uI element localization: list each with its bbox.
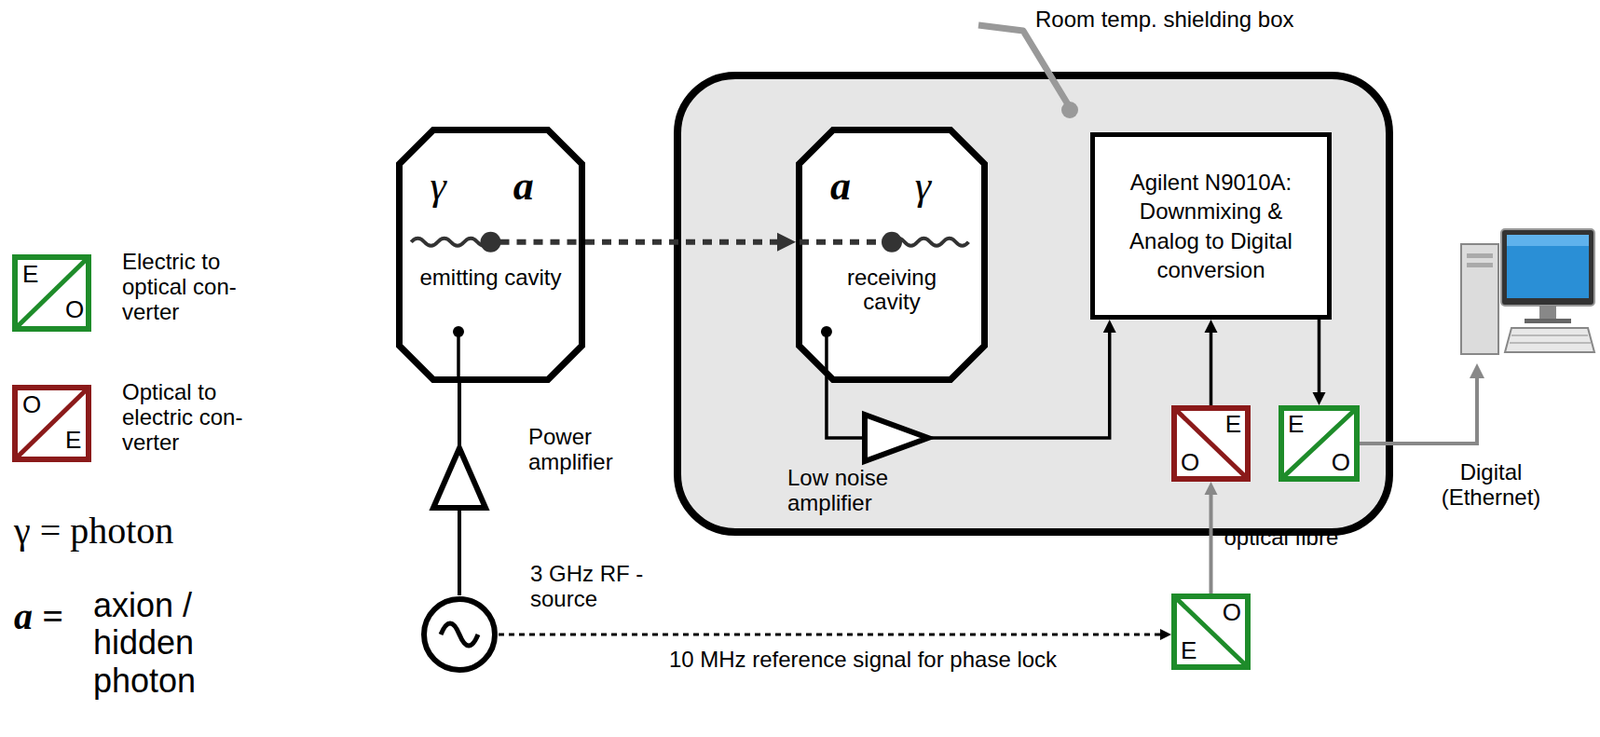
axion-path (799, 239, 881, 246)
power-amplifier: Power amplifier (430, 445, 489, 511)
cavity-outline (399, 130, 583, 381)
shape-outline (430, 445, 489, 511)
connector-line (457, 382, 462, 446)
symbol-key: a = (13, 596, 64, 639)
arrowhead (1312, 392, 1327, 406)
rf-source: 3 GHz RF - source (420, 595, 499, 674)
conversion-dot (480, 232, 502, 253)
arrowhead (1204, 319, 1218, 333)
computer-icon (1461, 229, 1595, 355)
component-label: Low noise amplifier (787, 465, 946, 517)
connector-label: 10 MHz reference signal for phase lock (669, 647, 1057, 673)
particle-symbol: γ (915, 163, 931, 209)
conversion-dot (881, 232, 903, 253)
antenna-pin (824, 331, 829, 383)
arrowhead (1160, 629, 1172, 641)
connector-line (585, 239, 781, 246)
converter-diagonal (1281, 408, 1357, 479)
legend-letter: O (65, 296, 84, 324)
converter-diagonal (1174, 596, 1248, 668)
antenna-pin-dot (452, 326, 465, 338)
connector-line (1209, 329, 1214, 406)
antenna-pin (456, 331, 461, 383)
cavity-label: emitting cavity (418, 265, 563, 291)
connector (1204, 481, 1218, 594)
connector-line (498, 633, 1163, 637)
connector-line (1209, 492, 1214, 594)
connector (498, 629, 1172, 641)
emitting-cavity: γ a emitting cavity (396, 126, 586, 383)
converter-letter: O (1331, 449, 1351, 477)
connector-label: optical fibre (1224, 525, 1340, 551)
converter-letter: E (1287, 410, 1304, 438)
oe-converter: OE (1171, 405, 1251, 482)
leader-line (978, 25, 1068, 105)
box-label: Agilent N9010A: Downmixing & Analog to D… (1106, 167, 1316, 285)
receiving-cavity: a γ receiving cavity (795, 126, 988, 383)
particle-symbol: a (513, 163, 534, 209)
ethernet-line (1359, 376, 1477, 444)
ethernet-arrowhead (1469, 363, 1485, 379)
photon-wave (410, 238, 491, 247)
spectrum-analyzer-box: Agilent N9010A: Downmixing & Analog to D… (1090, 132, 1332, 320)
legend-text: Electric to optical con- verter (122, 249, 262, 326)
photon-wave (891, 238, 969, 247)
connector-line (826, 382, 862, 438)
low-noise-amplifier: Low noise amplifier (861, 411, 931, 465)
shape-outline (795, 126, 988, 383)
source-symbol (423, 599, 495, 671)
connector (459, 382, 461, 446)
leader-dot (1061, 101, 1079, 119)
axion-path (500, 239, 583, 246)
legend-swatch-oe (14, 387, 89, 460)
component-label: Power amplifier (528, 424, 650, 476)
amplifier-symbol (433, 448, 486, 508)
eo-converter: EO (1278, 405, 1360, 482)
symbol-key: axion / hidden photon (93, 587, 224, 700)
legend-swatch-eo (14, 257, 89, 329)
converter-letter: E (1180, 637, 1197, 665)
legend-text: Optical to electric con- verter (122, 380, 262, 456)
connector (826, 382, 862, 438)
legend-letter: E (65, 426, 82, 454)
converter-letter: O (1180, 449, 1200, 477)
connector (459, 510, 461, 596)
converter-outline (1174, 408, 1248, 479)
shape-outline (861, 411, 931, 465)
eo-converter: EO (1171, 593, 1251, 671)
connector (1312, 319, 1327, 406)
amplifier-symbol (864, 414, 929, 462)
connector (1204, 319, 1218, 406)
arrowhead (1103, 319, 1117, 333)
legend-letter: E (22, 260, 39, 288)
converter-letter: O (1222, 599, 1242, 627)
sine-symbol (440, 623, 479, 646)
connector (585, 232, 796, 252)
converter-letter: E (1225, 410, 1242, 438)
port-label: Digital (Ethernet) (1411, 460, 1571, 511)
connector-line (457, 510, 462, 596)
shielding-box: Room temp. shielding boxaγreceiving cavi… (673, 71, 1394, 536)
particle-symbol: a (830, 163, 851, 209)
converter-diagonal (1174, 408, 1248, 479)
arrowhead (777, 232, 796, 252)
shielding-box-fill (677, 75, 1390, 533)
callout-label: Room temp. shielding box (1035, 7, 1294, 33)
legend-letter: O (22, 391, 42, 419)
shape-outline (420, 595, 499, 674)
arrowhead (1204, 481, 1218, 495)
symbol-key: γ = photon (13, 510, 174, 553)
converter-outline (1174, 596, 1248, 668)
shape-outline (396, 126, 586, 383)
particle-symbol: γ (430, 163, 447, 209)
cavity-label: receiving cavity (818, 265, 966, 316)
connector-line (1317, 319, 1322, 396)
component-label: 3 GHz RF - source (530, 561, 661, 613)
antenna-pin-dot (820, 326, 833, 338)
converter-outline (1281, 408, 1357, 479)
